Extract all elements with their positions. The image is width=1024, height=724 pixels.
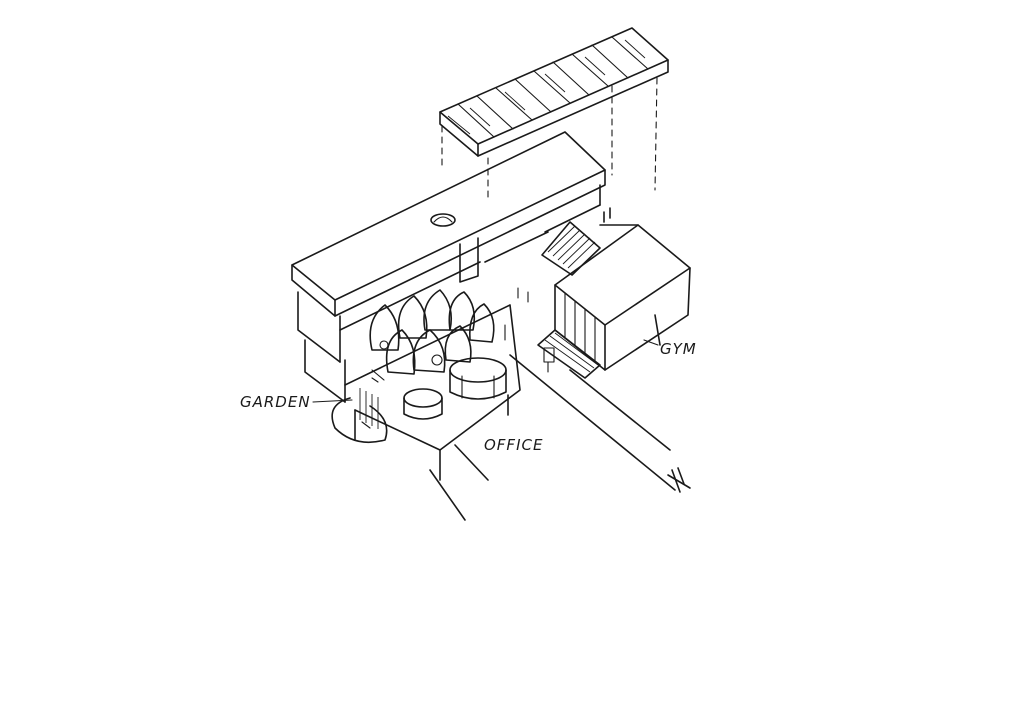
north-arrow-icon <box>667 467 691 493</box>
projection-lines <box>441 77 658 201</box>
gym-block <box>554 207 691 371</box>
garden-trees <box>369 289 495 375</box>
garden-label: GARDEN <box>240 393 311 411</box>
roof-canopy <box>439 27 669 157</box>
office-body <box>297 184 601 403</box>
round-planters <box>403 357 507 420</box>
stair-hatch <box>537 221 601 379</box>
roof-skylight <box>430 213 456 227</box>
label-leaders <box>312 339 659 403</box>
garden-platform <box>331 304 521 481</box>
main-roof <box>291 131 606 317</box>
site-lines <box>429 314 676 521</box>
office-label: OFFICE <box>484 436 544 454</box>
gym-label: GYM <box>660 340 697 358</box>
courtyard-marks <box>504 287 555 373</box>
